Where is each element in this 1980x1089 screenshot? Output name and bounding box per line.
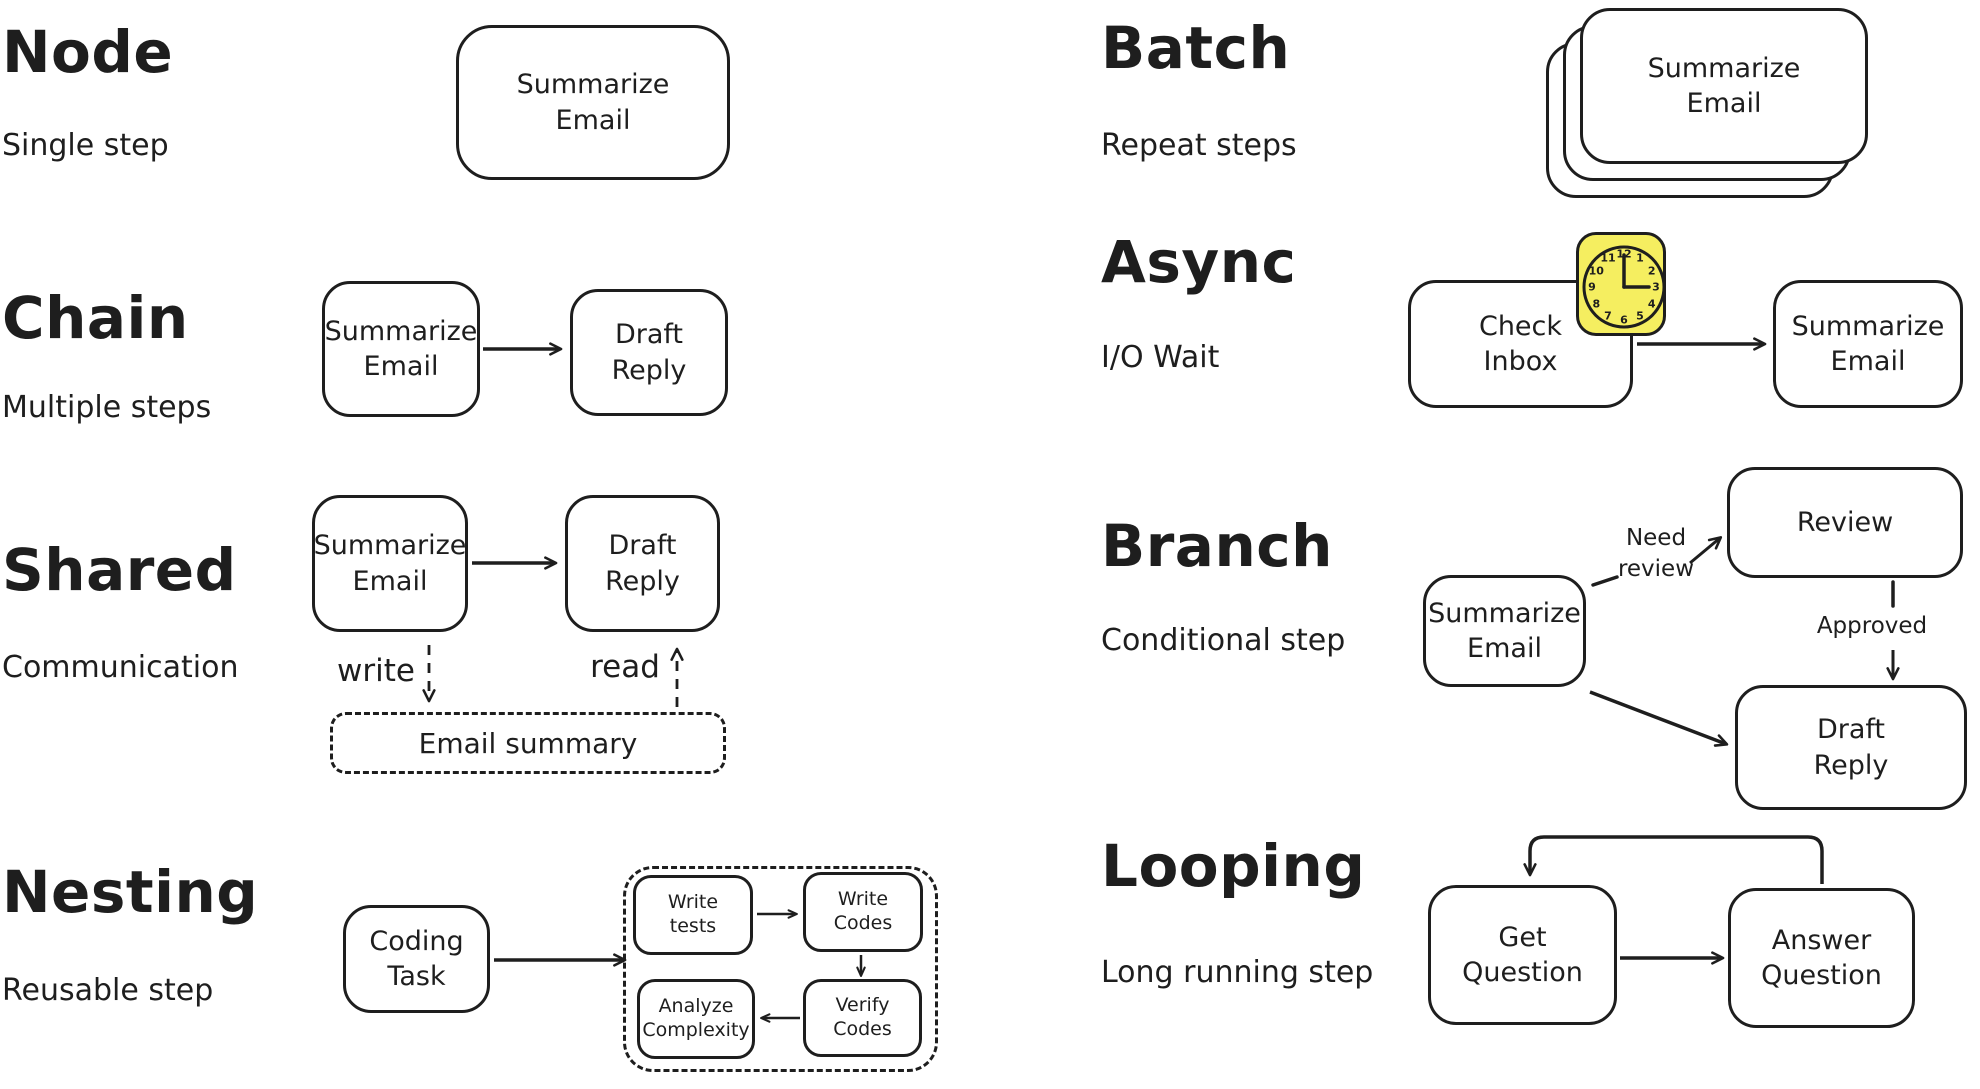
need-review-label: Need review: [1617, 524, 1695, 582]
nesting-box-analyze-complexity: Analyze Complexity: [637, 979, 755, 1059]
async-box-summarize-email: Summarize Email: [1773, 280, 1963, 408]
clock-face: [1582, 245, 1666, 329]
clock-number: 5: [1636, 309, 1644, 323]
clock-number: 12: [1616, 247, 1632, 261]
nesting-box-write-codes: Write Codes: [803, 872, 923, 952]
chain-box-draft-reply: Draft Reply: [570, 289, 728, 416]
batch-box-summarize-email: Summarize Email: [1580, 8, 1868, 164]
clock-number: 3: [1652, 280, 1660, 294]
async-title: Async: [1101, 228, 1297, 296]
looping-box-get-question: Get Question: [1428, 885, 1617, 1025]
chain-subtitle: Multiple steps: [2, 390, 212, 425]
read-label: read: [590, 649, 660, 685]
nesting-dashed-container: [623, 866, 938, 1072]
branch-box-review: Review: [1727, 467, 1963, 578]
clock-number: 10: [1588, 264, 1604, 277]
nesting-title: Nesting: [2, 858, 259, 926]
chain-title: Chain: [2, 284, 189, 352]
approved-label: Approved: [1816, 613, 1928, 640]
write-label: write: [337, 653, 415, 689]
branch-subtitle: Conditional step: [1101, 623, 1346, 658]
shared-subtitle: Communication: [2, 650, 239, 685]
nesting-box-write-tests: Write tests: [633, 875, 753, 955]
branch-box-summarize-email: Summarize Email: [1423, 575, 1586, 687]
node-subtitle: Single step: [2, 128, 169, 163]
clock-number: 11: [1600, 251, 1616, 265]
looping-subtitle: Long running step: [1101, 955, 1374, 990]
nesting-box-coding-task: Coding Task: [343, 905, 490, 1013]
shared-title: Shared: [2, 536, 237, 604]
looping-loopback-arrow: [1523, 835, 1824, 884]
async-subtitle: I/O Wait: [1101, 340, 1220, 375]
shared-box-summarize-email: Summarize Email: [312, 495, 468, 632]
clock-number: 6: [1620, 313, 1628, 327]
nesting-subtitle: Reusable step: [2, 973, 214, 1008]
clock-number: 8: [1592, 297, 1601, 310]
node-box-summarize-email: Summarize Email: [456, 25, 730, 180]
branch-title: Branch: [1101, 512, 1333, 580]
shared-box-draft-reply: Draft Reply: [565, 495, 720, 632]
clock-number: 1: [1636, 251, 1644, 265]
clock-number: 2: [1647, 264, 1656, 277]
clock-number: 4: [1647, 297, 1656, 310]
clock-number: 7: [1604, 309, 1612, 323]
branch-diagonal-arrow: [1589, 690, 1729, 747]
shared-store-email-summary: Email summary: [330, 712, 726, 774]
branch-box-draft-reply: Draft Reply: [1735, 685, 1967, 810]
batch-title: Batch: [1101, 14, 1291, 82]
chain-box-summarize-email: Summarize Email: [322, 281, 480, 417]
batch-subtitle: Repeat steps: [1101, 128, 1297, 163]
clock-number: 9: [1588, 280, 1596, 294]
nesting-box-verify-codes: Verify Codes: [803, 979, 922, 1057]
node-title: Node: [2, 18, 174, 86]
looping-title: Looping: [1101, 832, 1366, 900]
looping-box-answer-question: Answer Question: [1728, 888, 1915, 1028]
